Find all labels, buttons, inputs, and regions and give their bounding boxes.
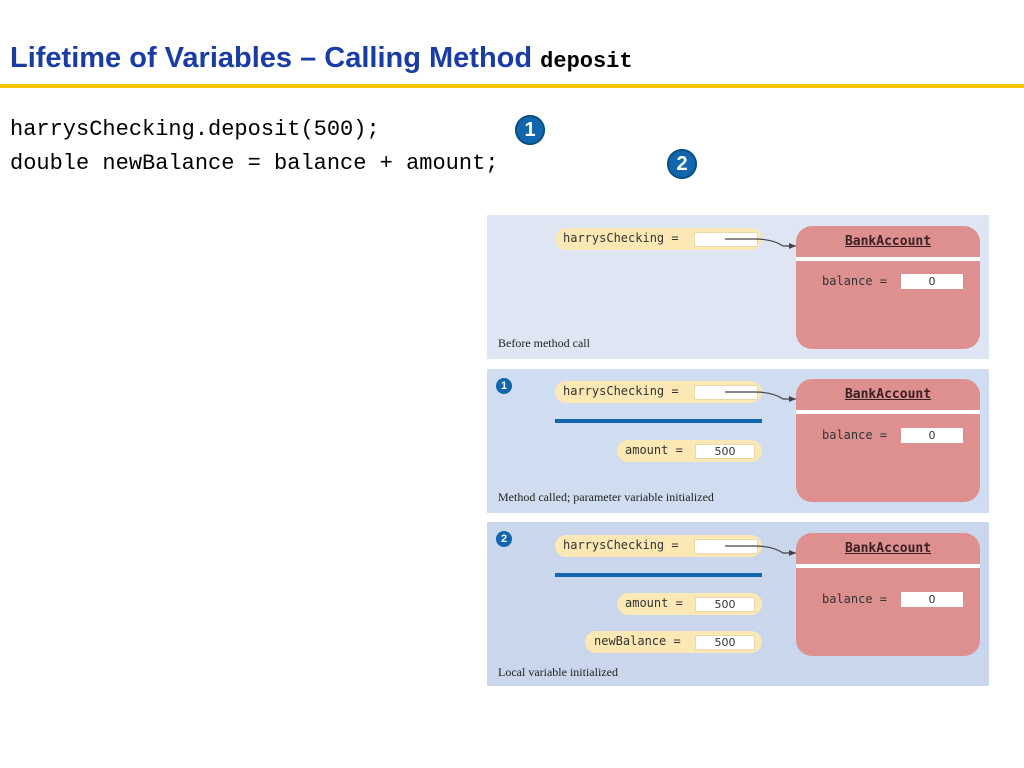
amount-variable: amount = 500 [617, 593, 762, 615]
amount-label: amount = [625, 443, 683, 457]
class-name: BankAccount [844, 234, 932, 249]
balance-label: balance = [822, 428, 888, 442]
harrys-checking-variable: harrysChecking = [555, 535, 762, 557]
panel-local-variable: 2 harrysChecking = amount = 500 newBalan… [487, 522, 989, 686]
harrys-checking-variable: harrysChecking = [555, 381, 762, 403]
panel-caption: Local variable initialized [498, 665, 618, 679]
method-frame-divider [555, 573, 762, 577]
object-separator [796, 564, 980, 568]
balance-label: balance = [822, 592, 888, 606]
balance-value: 0 [901, 274, 963, 289]
panel-caption: Method called; parameter variable initia… [498, 490, 714, 504]
panel-method-called: 1 harrysChecking = amount = 500 BankAcco… [487, 369, 989, 513]
new-balance-value: 500 [695, 635, 755, 650]
step-2-badge-icon: 2 [667, 149, 697, 179]
balance-label: balance = [822, 274, 888, 288]
amount-value: 500 [695, 444, 755, 459]
code-line-2: double newBalance = balance + amount; [10, 151, 499, 176]
balance-value: 0 [901, 428, 963, 443]
harrys-checking-label: harrysChecking = [563, 231, 679, 245]
amount-value: 500 [695, 597, 755, 612]
harrys-checking-label: harrysChecking = [563, 384, 679, 398]
slide-title: Lifetime of Variables – Calling Method d… [10, 42, 633, 75]
class-name: BankAccount [844, 541, 932, 556]
bank-account-object: BankAccount balance = 0 [796, 379, 980, 502]
amount-variable: amount = 500 [617, 440, 762, 462]
step-2-icon: 2 [496, 531, 512, 547]
step-1-icon: 1 [496, 378, 512, 394]
bank-account-object: BankAccount balance = 0 [796, 533, 980, 656]
title-code: deposit [540, 49, 633, 74]
reference-arrow-icon [725, 391, 796, 402]
title-text: Lifetime of Variables – Calling Method [10, 42, 533, 74]
method-frame-divider [555, 419, 762, 423]
code-line-1: harrysChecking.deposit(500); [10, 117, 380, 142]
balance-value: 0 [901, 592, 963, 607]
class-name: BankAccount [844, 387, 932, 402]
object-separator [796, 257, 980, 261]
amount-label: amount = [625, 596, 683, 610]
step-1-badge-icon: 1 [515, 115, 545, 145]
panel-before-call: harrysChecking = BankAccount balance = 0… [487, 215, 989, 359]
reference-arrow-icon [725, 545, 796, 556]
object-separator [796, 410, 980, 414]
bank-account-object: BankAccount balance = 0 [796, 226, 980, 349]
harrys-checking-label: harrysChecking = [563, 538, 679, 552]
reference-arrow-icon [725, 238, 796, 249]
title-divider [0, 84, 1024, 88]
panel-caption: Before method call [498, 336, 590, 350]
new-balance-label: newBalance = [594, 634, 681, 648]
harrys-checking-variable: harrysChecking = [555, 228, 762, 250]
new-balance-variable: newBalance = 500 [585, 631, 762, 653]
